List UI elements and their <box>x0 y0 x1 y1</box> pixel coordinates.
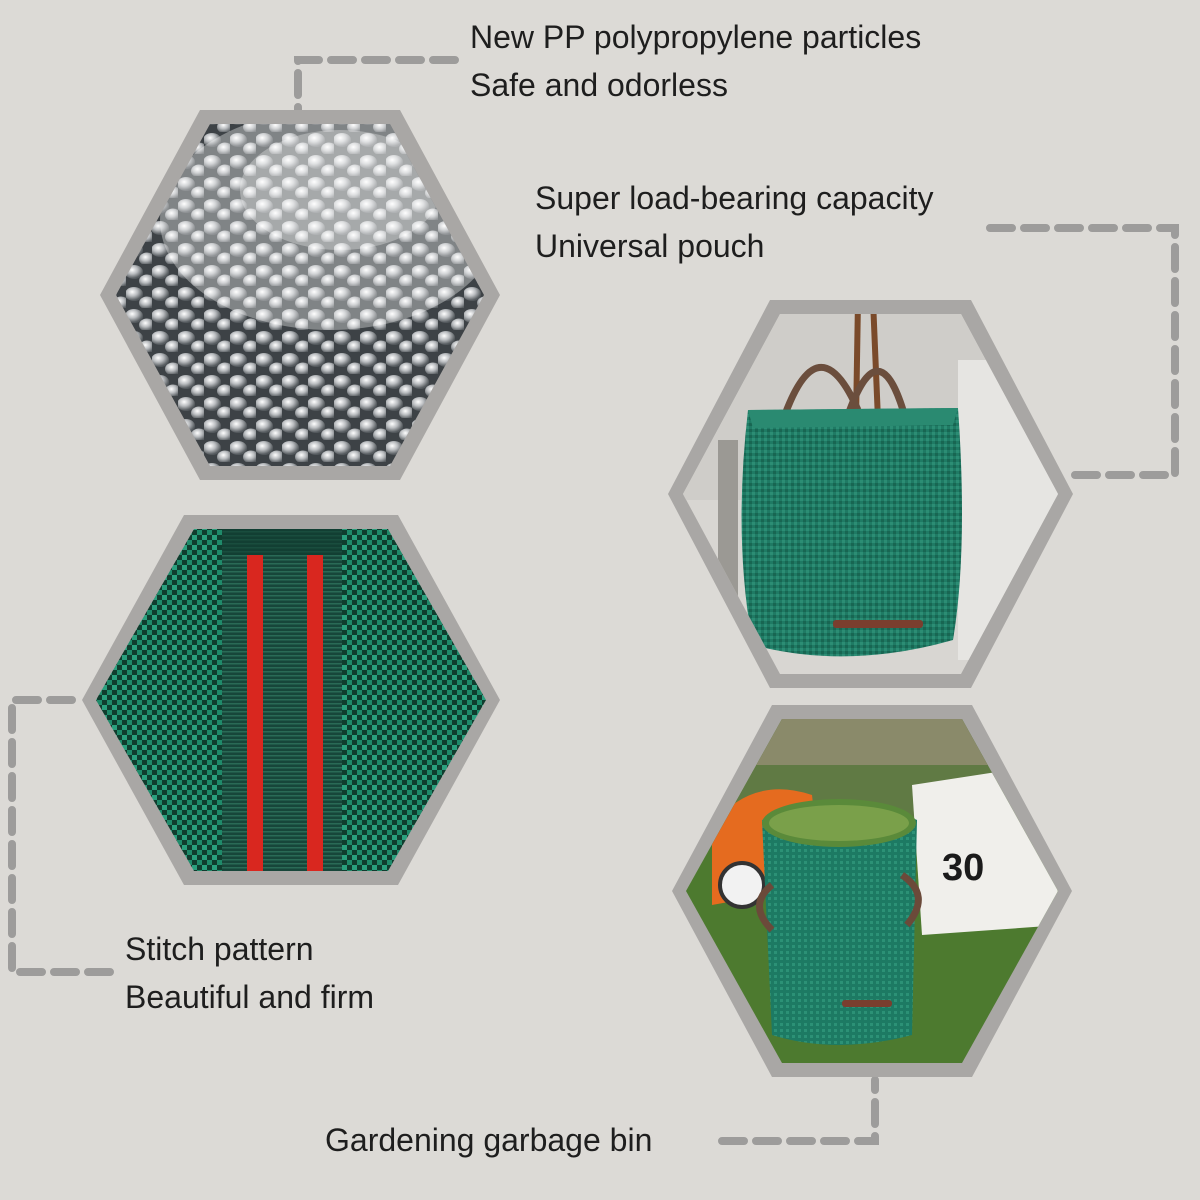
hexagon-hanging-bag <box>668 300 1073 688</box>
woven-handle-closeup-image <box>82 515 500 885</box>
hanging-green-bag-image <box>668 300 1073 688</box>
caption-material-line2: Safe and odorless <box>470 67 728 103</box>
caption-garden-line1: Gardening garbage bin <box>325 1122 653 1158</box>
hexagon-stitch <box>82 515 500 885</box>
caption-capacity-line2: Universal pouch <box>535 228 765 264</box>
garden-bag-with-grass-image: 30 <box>672 705 1072 1077</box>
hexagon-garden-bag: 30 <box>672 705 1072 1077</box>
caption-stitch-line2: Beautiful and firm <box>125 979 375 1015</box>
clear-plastic-pellets-image <box>100 110 500 480</box>
mower-label: 30 <box>942 847 984 889</box>
caption-capacity: Super load-bearing capacity Universal po… <box>535 174 933 270</box>
caption-stitch-line1: Stitch pattern <box>125 931 314 967</box>
caption-material-line1: New PP polypropylene particles <box>470 19 922 55</box>
caption-material: New PP polypropylene particles Safe and … <box>470 13 921 109</box>
caption-capacity-line1: Super load-bearing capacity <box>535 180 934 216</box>
hexagon-pellets <box>100 110 500 480</box>
caption-stitch: Stitch pattern Beautiful and firm <box>125 925 374 1021</box>
caption-garden: Gardening garbage bin <box>325 1116 652 1164</box>
